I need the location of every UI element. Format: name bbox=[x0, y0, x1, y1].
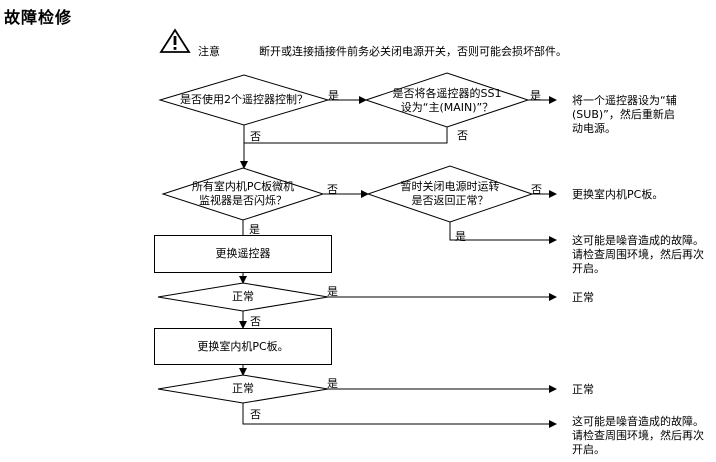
result-noise-2: 这可能是噪音造成的故障。 请检查周围环境，然后再次 开启。 bbox=[572, 415, 704, 456]
decision-4-text: 暂时关闭电源时运转 是否返回正常？ bbox=[400, 180, 500, 207]
result-noise-1: 这可能是噪音造成的故障。 请检查周围环境，然后再次 开启。 bbox=[572, 234, 704, 275]
decision-3-text: 所有室内机PC板微机 监视器是否闪烁？ bbox=[191, 180, 295, 207]
no-label-d4: 否 bbox=[531, 183, 542, 196]
no-label-d5: 否 bbox=[250, 315, 261, 328]
yes-label-d1: 是 bbox=[328, 89, 339, 102]
yes-label-d4: 是 bbox=[455, 230, 466, 243]
yes-label-d6: 是 bbox=[327, 377, 338, 390]
decision-2-text: 是否将各遥控器的SS1 设为“主(MAIN)”？ bbox=[392, 87, 502, 114]
result-normal-1: 正常 bbox=[572, 291, 594, 304]
result-normal-2: 正常 bbox=[572, 383, 594, 396]
action-box-replace-remote-label: 更换遥控器 bbox=[215, 247, 271, 260]
no-label-d6: 否 bbox=[250, 408, 261, 421]
no-label-d1: 否 bbox=[250, 130, 261, 143]
no-label-d3: 否 bbox=[327, 183, 338, 196]
decision-1-text: 是否使用2个遥控器控制？ bbox=[180, 93, 308, 106]
result-set-sub: 将一个遥控器设为“辅 (SUB)”，然后重新启 动电源。 bbox=[572, 94, 677, 135]
yes-label-d3: 是 bbox=[249, 223, 260, 236]
action-box-replace-pcb-label: 更换室内机PC板。 bbox=[197, 339, 289, 353]
caution-warning-icon bbox=[159, 28, 191, 53]
yes-label-d5: 是 bbox=[327, 285, 338, 298]
yes-label-d2: 是 bbox=[530, 89, 541, 102]
action-box-replace-pcb: 更换室内机PC板。 bbox=[154, 328, 332, 365]
caution-label: 注意 bbox=[198, 45, 220, 58]
action-box-replace-remote: 更换遥控器 bbox=[154, 235, 332, 273]
decision-5-text: 正常 bbox=[232, 290, 254, 303]
no-label-d2: 否 bbox=[457, 129, 468, 142]
decision-6-text: 正常 bbox=[232, 382, 254, 395]
page-title: 故障检修 bbox=[4, 8, 73, 27]
caution-text: 断开或连接插接件前务必关闭电源开关，否则可能会损坏部件。 bbox=[259, 45, 567, 58]
result-replace-pcb: 更换室内机PC板。 bbox=[572, 188, 664, 201]
